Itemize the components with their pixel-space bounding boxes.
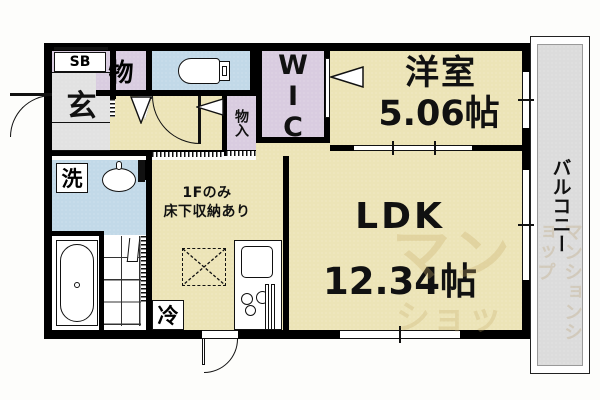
wall-toilet-bottom <box>152 90 256 96</box>
genkan-step-line-2 <box>52 150 110 152</box>
note-line-1: 1Fのみ <box>182 184 232 201</box>
exterior-wall-bottom <box>44 330 530 339</box>
bathtub-fixture <box>56 240 98 326</box>
ldk-floor <box>288 151 522 330</box>
yoshitsu-ldk-sliding-door[interactable] <box>354 145 472 151</box>
wall-wic-left <box>256 43 262 143</box>
kitchen-counter-edge-2 <box>271 284 275 330</box>
fridge-label: 冷 <box>152 300 184 330</box>
genkan-step-line <box>52 122 110 124</box>
kitchen-counter-edge <box>265 284 269 330</box>
gas-stove-fixture <box>241 290 275 318</box>
storage-side-arrow[interactable] <box>196 98 224 116</box>
wall-washroom-bath-divider <box>52 231 102 236</box>
wall-ldk-kitchen-divider <box>283 156 289 330</box>
ldk-entry-door-opening <box>202 330 238 339</box>
underfloor-storage-cross <box>182 248 226 286</box>
wall-bath-right <box>146 156 152 330</box>
wall-genkan-right <box>110 43 116 99</box>
shoebox-divider-line <box>52 72 110 74</box>
wic-label: WIC <box>277 49 309 143</box>
washbasin-fixture <box>98 160 140 194</box>
exterior-wall-left <box>44 43 52 339</box>
shoebox-label: SB <box>54 52 106 72</box>
wic-door-arrow[interactable] <box>330 66 364 88</box>
yoshitsu-area-label: 5.06帖 <box>378 93 500 134</box>
corridor-hinge-triangle <box>130 96 152 124</box>
window-mullion-5 <box>399 326 401 343</box>
storage-side-label: 物入 <box>233 109 249 137</box>
genkan-label: 玄 <box>66 89 98 124</box>
window-mullion-3 <box>518 99 534 101</box>
yoshitsu-name-label: 洋室 <box>405 53 477 93</box>
bathroom-sliding-door[interactable] <box>141 236 146 304</box>
wall-wic-bottom <box>256 137 330 143</box>
wall-bath-left-seg <box>99 231 104 330</box>
corridor-floor-2 <box>256 140 330 160</box>
ldk-area-label: 12.34帖 <box>322 259 478 303</box>
storage-side-floor <box>226 95 256 150</box>
ldk-entry-door-swing[interactable] <box>204 339 238 373</box>
wall-toilet-right <box>250 43 256 95</box>
washroom-door-jamb-fill <box>138 160 145 182</box>
wic-door-jamb <box>325 58 330 118</box>
toilet-door-leaf[interactable] <box>198 96 201 144</box>
wall-storage-side-left <box>222 95 227 150</box>
genkan-side-panel <box>110 99 115 117</box>
washer-label: 洗 <box>56 163 88 193</box>
window-mullion-1 <box>392 141 394 155</box>
ldk-name-label: LDK <box>355 196 445 237</box>
wall-yoshitsu-ldk-left <box>330 145 356 151</box>
corridor-ldk-sliding-door[interactable] <box>152 152 224 157</box>
window-mullion-4 <box>518 224 534 226</box>
balcony-label: バルコニー <box>549 157 572 253</box>
wall-storage-bottom <box>96 90 152 96</box>
balcony-floor <box>537 44 583 366</box>
entrance-door-leaf[interactable] <box>10 93 52 97</box>
storage-top-label: 物 <box>108 58 134 87</box>
note-line-2: 床下収納あり <box>163 203 251 220</box>
storage-side-sliding-door[interactable] <box>226 151 256 156</box>
wic-floor <box>262 51 324 140</box>
wall-storage-top-right <box>146 43 152 99</box>
entrance-door-swing[interactable] <box>10 95 52 137</box>
window-mullion-2 <box>434 141 436 155</box>
toilet-fixture <box>178 56 232 86</box>
wall-yoshitsu-ldk-right <box>470 145 522 151</box>
shoebox-top-bar <box>54 47 108 50</box>
exterior-wall-top <box>44 43 530 51</box>
underfloor-storage-marker <box>182 248 226 286</box>
kitchen-sink-fixture <box>241 246 273 278</box>
